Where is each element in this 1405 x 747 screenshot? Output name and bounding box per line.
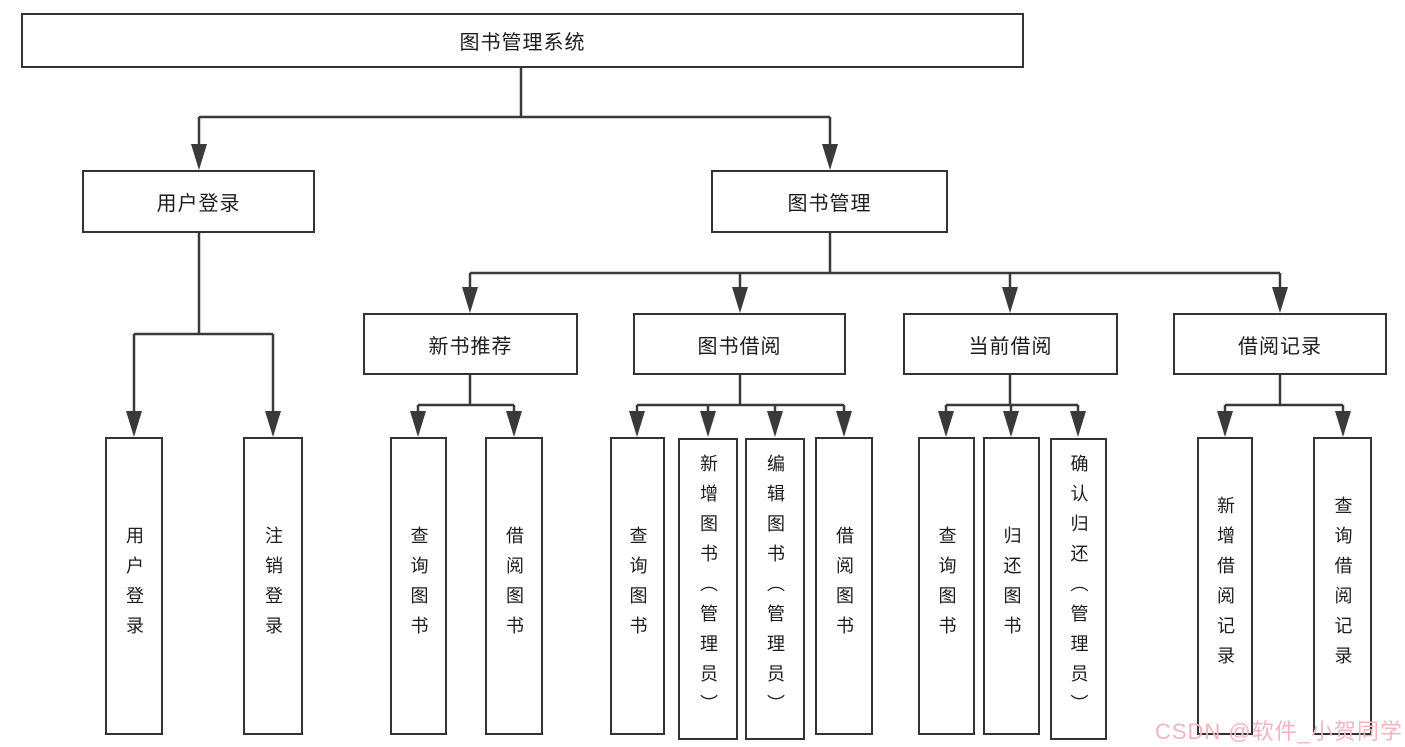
node-current-borrow: 当前借阅 [903,313,1118,375]
node-new-book-recommend: 新书推荐 [363,313,578,375]
leaf-edit-book-admin: 编辑图书（管理员） [745,438,805,740]
node-user-login: 用户登录 [82,170,315,233]
leaf-edit-book-admin-label: 编辑图书（管理员） [765,454,785,724]
leaf-query-book-3: 查询图书 [918,437,975,735]
node-borrow-records: 借阅记录 [1173,313,1387,375]
leaf-borrow-book-1-label: 借阅图书 [504,526,524,646]
leaf-query-borrow-record-label: 查询借阅记录 [1332,496,1353,676]
leaf-return-book: 归还图书 [983,437,1040,735]
leaf-query-book-3-label: 查询图书 [936,526,957,646]
leaf-confirm-return-admin-label: 确认归还（管理员） [1068,454,1089,724]
arrowheads [126,144,1351,437]
leaf-borrow-book-1: 借阅图书 [485,437,543,735]
leaf-add-borrow-record: 新增借阅记录 [1197,437,1253,735]
leaf-add-book-admin-label: 新增图书（管理员） [698,454,718,724]
leaf-user-login: 用户登录 [105,437,163,735]
node-book-management: 图书管理 [711,170,948,233]
leaf-logout: 注销登录 [243,437,303,735]
leaf-logout-label: 注销登录 [263,526,283,646]
leaf-query-book-2: 查询图书 [610,437,665,735]
leaf-query-book-1-label: 查询图书 [408,526,429,646]
leaf-borrow-book-2-label: 借阅图书 [834,526,854,646]
leaf-borrow-book-2: 借阅图书 [815,437,873,735]
leaf-query-borrow-record: 查询借阅记录 [1313,437,1372,735]
node-root: 图书管理系统 [21,13,1024,68]
leaf-user-login-label: 用户登录 [124,526,144,646]
leaf-query-book-1: 查询图书 [390,437,447,735]
leaf-add-borrow-record-label: 新增借阅记录 [1215,496,1235,676]
leaf-return-book-label: 归还图书 [1001,526,1022,646]
leaf-add-book-admin: 新增图书（管理员） [678,438,738,740]
node-book-borrow: 图书借阅 [633,313,846,375]
csdn-watermark: CSDN @软件_小贺同学 [1154,719,1403,744]
leaf-confirm-return-admin: 确认归还（管理员） [1050,438,1107,740]
leaf-query-book-2-label: 查询图书 [627,526,648,646]
